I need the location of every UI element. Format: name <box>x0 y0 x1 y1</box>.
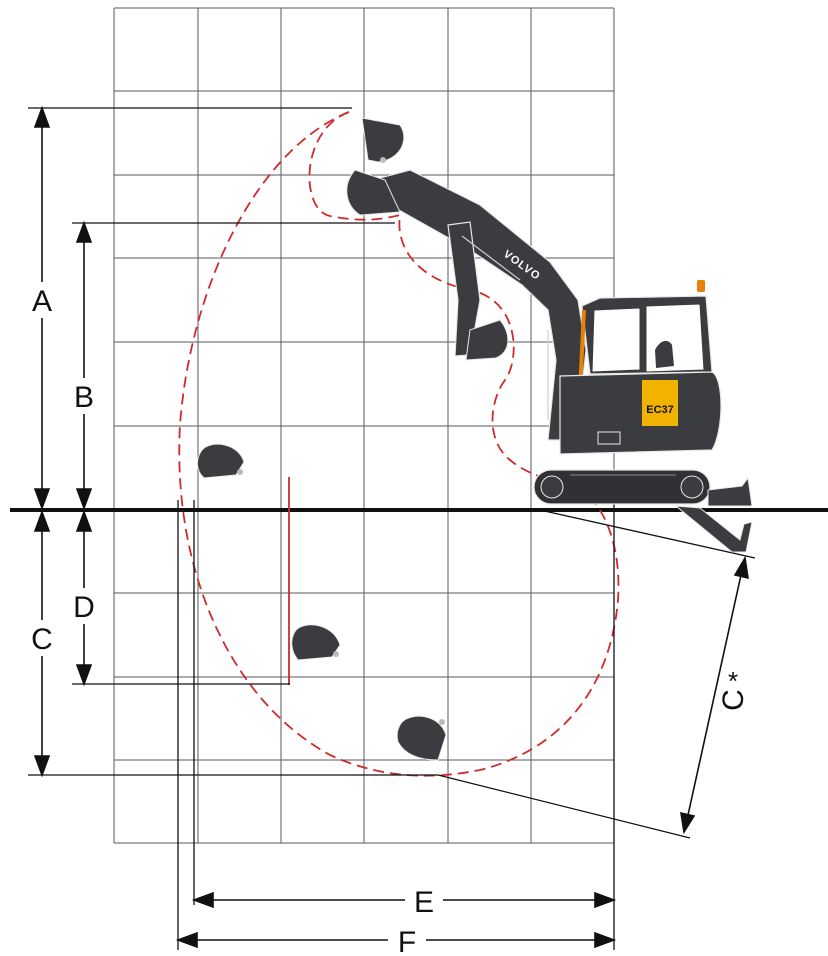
dozer-blade <box>707 476 753 507</box>
reach-envelope <box>178 111 620 777</box>
pivot-verticals <box>177 500 615 950</box>
label-f: F <box>398 926 416 956</box>
bucket-ground <box>196 443 245 479</box>
label-backgrounds <box>28 282 443 956</box>
label-b: B <box>74 381 94 414</box>
excavator: VOLVO EC37 <box>346 169 753 553</box>
bucket-max-depth <box>396 715 447 761</box>
excavator-upper-body <box>559 371 722 455</box>
dozer-blade-lowered <box>674 505 753 553</box>
dimension-arrows <box>33 105 749 949</box>
boom-tip-bucket <box>346 169 401 216</box>
label-c: C <box>31 623 53 656</box>
label-c-star-asterisk: * <box>728 666 738 696</box>
label-e: E <box>414 886 434 919</box>
excavator-track <box>533 469 711 505</box>
stick-bucket <box>465 319 509 361</box>
reference-grid <box>113 7 615 844</box>
cab-window-front <box>591 307 641 373</box>
label-c-star: C <box>717 689 750 711</box>
slope-lines <box>437 509 756 839</box>
label-c-star-letter: C <box>717 689 750 711</box>
label-a: A <box>32 285 52 318</box>
reference-lines <box>28 107 438 776</box>
warning-beacon <box>697 280 705 292</box>
bucket-mid-depth <box>291 624 341 661</box>
bucket-high <box>361 117 405 163</box>
model-badge <box>642 380 678 426</box>
excavator-boom <box>379 169 587 441</box>
cab-window-side <box>645 303 705 373</box>
label-d: D <box>73 591 95 624</box>
model-label: EC37 <box>646 404 674 416</box>
